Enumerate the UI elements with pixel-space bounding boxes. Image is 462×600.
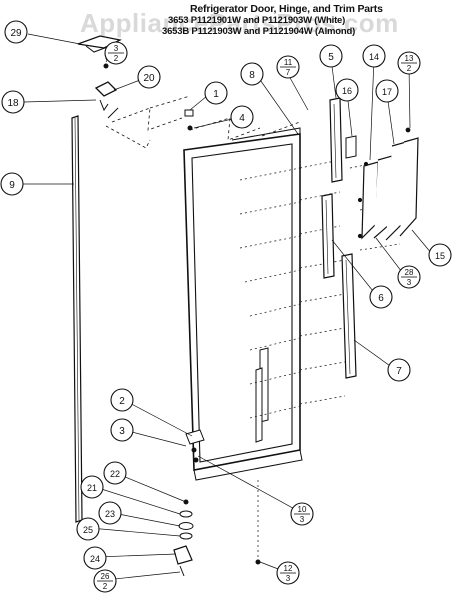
svg-text:25: 25 — [83, 525, 93, 535]
svg-text:9: 9 — [9, 180, 15, 191]
svg-text:17: 17 — [382, 87, 392, 97]
callout-18: 18 — [1, 90, 25, 114]
callout-24: 24 — [83, 546, 107, 570]
callout-9: 9 — [0, 172, 24, 196]
callout-14: 14 — [362, 44, 386, 68]
diagram-subtitle-almond: 3653B P1121903W and P1121904W (Almond) — [162, 26, 356, 37]
svg-text:1: 1 — [213, 89, 219, 100]
alignment-lines — [239, 159, 401, 560]
svg-text:15: 15 — [435, 251, 445, 261]
part-16 — [345, 135, 357, 159]
svg-text:3: 3 — [114, 44, 119, 53]
svg-text:23: 23 — [105, 509, 115, 519]
svg-text:11: 11 — [284, 58, 293, 67]
svg-text:3: 3 — [407, 278, 412, 287]
callout-8: 8 — [240, 62, 264, 86]
part-lower-strip-7 — [341, 253, 357, 379]
svg-text:2: 2 — [407, 64, 412, 73]
svg-text:14: 14 — [369, 52, 379, 62]
callout-11-7: 11 7 — [276, 55, 300, 79]
callout-29: 29 — [4, 20, 28, 44]
svg-text:4: 4 — [239, 113, 245, 124]
svg-text:3: 3 — [286, 574, 291, 583]
svg-text:29: 29 — [10, 28, 22, 39]
svg-text:2: 2 — [119, 396, 125, 407]
svg-text:10: 10 — [298, 505, 307, 514]
part-trim-strip-5 — [329, 97, 343, 183]
svg-text:7: 7 — [396, 366, 402, 377]
callout-22: 22 — [103, 461, 127, 485]
callout-16: 16 — [335, 78, 359, 102]
callout-5: 5 — [319, 44, 343, 68]
part-handle-trim — [357, 127, 419, 241]
svg-text:7: 7 — [286, 68, 291, 77]
svg-text:6: 6 — [378, 293, 384, 304]
svg-text:28: 28 — [405, 268, 414, 277]
svg-text:3: 3 — [119, 426, 125, 437]
callout-10-3: 10 3 — [290, 502, 314, 526]
svg-text:2: 2 — [103, 582, 108, 591]
callout-6: 6 — [369, 285, 393, 309]
leader-lines — [20, 33, 433, 581]
callout-21: 21 — [80, 475, 104, 499]
svg-text:21: 21 — [87, 483, 97, 493]
svg-text:20: 20 — [143, 73, 155, 84]
callout-15: 15 — [428, 243, 452, 267]
callout-20: 20 — [137, 65, 161, 89]
door-panel — [183, 133, 303, 481]
svg-text:26: 26 — [101, 572, 110, 581]
callout-2: 2 — [110, 388, 134, 412]
diagram-subtitle-white: 3653 P1121901W and P1121903W (White) — [168, 15, 346, 26]
svg-text:5: 5 — [328, 52, 334, 63]
svg-text:13: 13 — [405, 54, 414, 63]
callout-28-3: 28 3 — [397, 265, 421, 289]
callout-26-2: 26 2 — [93, 569, 117, 593]
part-gasket-strip — [71, 115, 83, 523]
callout-1: 1 — [204, 81, 228, 105]
callout-13-2: 13 2 — [397, 51, 421, 75]
callout-3: 3 — [110, 418, 134, 442]
svg-text:8: 8 — [249, 70, 255, 81]
door-liner — [231, 127, 301, 443]
watermark: AppliancePartsPros.com — [80, 8, 399, 38]
callout-25: 25 — [76, 517, 100, 541]
svg-text:22: 22 — [110, 469, 120, 479]
callouts: 29 3 2 20 18 1 4 8 — [0, 20, 452, 593]
part-shelf-strip-6 — [321, 193, 335, 279]
svg-text:16: 16 — [342, 86, 352, 96]
svg-text:24: 24 — [90, 554, 100, 564]
svg-text:12: 12 — [284, 564, 293, 573]
callout-12-3: 12 3 — [276, 561, 300, 585]
svg-text:18: 18 — [7, 98, 19, 109]
callout-3-2-top: 3 2 — [104, 41, 128, 65]
fasteners-1-4 — [184, 109, 194, 131]
callout-7: 7 — [387, 358, 411, 382]
svg-text:3: 3 — [300, 515, 305, 524]
svg-text:2: 2 — [114, 54, 119, 63]
callout-23: 23 — [98, 501, 122, 525]
diagram-title: Refrigerator Door, Hinge, and Trim Parts — [190, 3, 383, 15]
callout-4: 4 — [230, 105, 254, 129]
callout-17: 17 — [375, 79, 399, 103]
